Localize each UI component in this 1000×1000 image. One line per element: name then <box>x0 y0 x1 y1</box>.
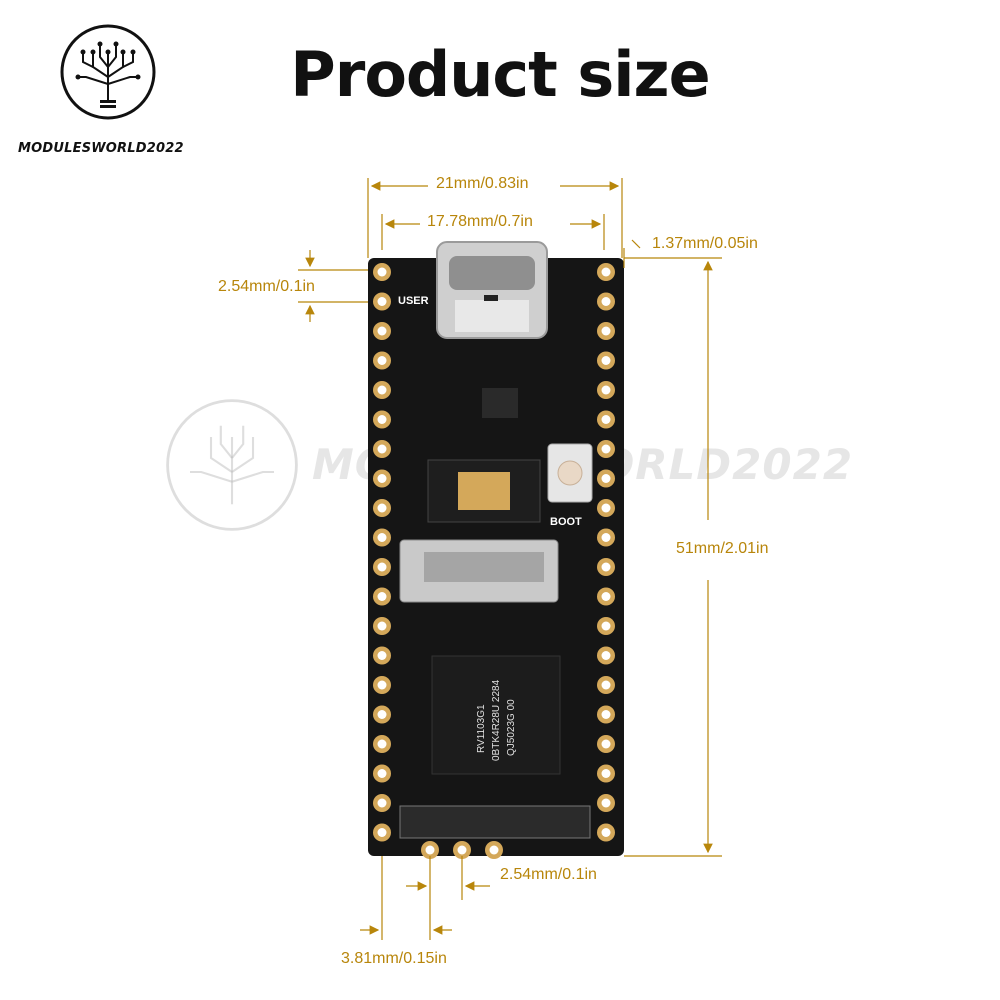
dim-label-pin-pitch-vertical: 2.54mm/0.1in <box>218 278 315 295</box>
dim-label-total-width: 21mm/0.83in <box>436 175 529 192</box>
pin-hole <box>601 326 611 336</box>
tree-circuit-icon <box>60 24 156 120</box>
pin-hole <box>601 651 611 660</box>
brand-logo <box>58 22 158 126</box>
pin-hole <box>601 710 611 719</box>
pin-hole <box>601 621 611 631</box>
page-title: Product size <box>290 38 710 111</box>
pin-hole <box>377 385 387 395</box>
pin-hole <box>377 828 387 837</box>
usb-c-connector <box>436 241 548 339</box>
pin-hole <box>601 444 611 454</box>
pin-hole <box>601 562 611 572</box>
pin-hole <box>457 845 467 855</box>
chip-label-3: QJ5023G 00 <box>506 699 517 756</box>
pin-hole <box>601 297 611 306</box>
boot-label: BOOT <box>550 516 582 528</box>
pin-hole <box>377 326 387 336</box>
dim-length <box>624 257 722 857</box>
small-ic <box>482 388 518 418</box>
dim-label-hole-span: 17.78mm/0.7in <box>427 213 533 230</box>
pin-hole <box>601 356 611 365</box>
pin-hole <box>601 503 611 513</box>
pin-hole <box>377 621 387 631</box>
pin-hole <box>601 798 611 808</box>
pin-hole <box>601 533 611 542</box>
pin-hole <box>377 710 387 719</box>
pin-hole <box>377 798 387 808</box>
pin-hole <box>601 415 611 424</box>
pin-hole <box>377 444 387 454</box>
pin-hole <box>377 739 387 749</box>
pin-hole <box>601 739 611 749</box>
pin-hole <box>377 503 387 513</box>
dim-pin-pitch-vertical <box>298 250 368 322</box>
pin-hole <box>377 533 387 542</box>
pin-hole <box>601 267 611 277</box>
watermark-logo <box>162 395 302 539</box>
pin-hole <box>601 828 611 837</box>
pin-pads <box>373 263 615 859</box>
dim-edge-offset <box>623 239 641 268</box>
pin-hole <box>489 845 499 855</box>
brand-name: MODULESWORLD2022 <box>18 141 184 156</box>
dim-bottom-offset <box>360 856 452 940</box>
dim-label-edge-offset: 1.37mm/0.05in <box>652 235 758 252</box>
sd-card-slot <box>399 539 559 603</box>
dim-label-bottom-offset: 3.81mm/0.15in <box>341 950 447 967</box>
main-soc: RV1103G1 0BTK4R28U 2284 QJ5023G 00 <box>431 655 561 775</box>
tree-circuit-icon <box>166 399 298 531</box>
pin-hole <box>601 769 611 778</box>
dim-label-length: 51mm/2.01in <box>676 540 769 557</box>
pin-hole <box>377 592 387 601</box>
pin-hole <box>601 385 611 395</box>
pin-hole <box>601 474 611 483</box>
pin-hole <box>377 297 387 306</box>
dim-hole-span <box>381 214 605 250</box>
pin-hole <box>377 680 387 690</box>
pin-hole <box>377 356 387 365</box>
pcb-board: RV1103G1 0BTK4R28U 2284 QJ5023G 00 USER … <box>368 241 624 859</box>
chip-label-2: 0BTK4R28U 2284 <box>491 679 502 761</box>
user-led-label: USER <box>398 295 429 307</box>
camera-connector <box>399 805 591 839</box>
pin-hole <box>377 415 387 424</box>
pin-hole <box>377 267 387 277</box>
dim-pin-pitch-bottom <box>406 856 490 900</box>
pin-hole <box>377 474 387 483</box>
dim-total-width <box>367 178 623 258</box>
boot-button <box>547 443 593 503</box>
pin-hole <box>377 562 387 572</box>
pin-hole <box>425 845 435 855</box>
pin-hole <box>601 680 611 690</box>
dim-label-pin-pitch-bottom: 2.54mm/0.1in <box>500 866 597 883</box>
pin-hole <box>601 592 611 601</box>
chip-label-1: RV1103G1 <box>476 704 487 753</box>
pin-hole <box>377 651 387 660</box>
pin-hole <box>377 769 387 778</box>
flash-pad <box>458 472 510 510</box>
